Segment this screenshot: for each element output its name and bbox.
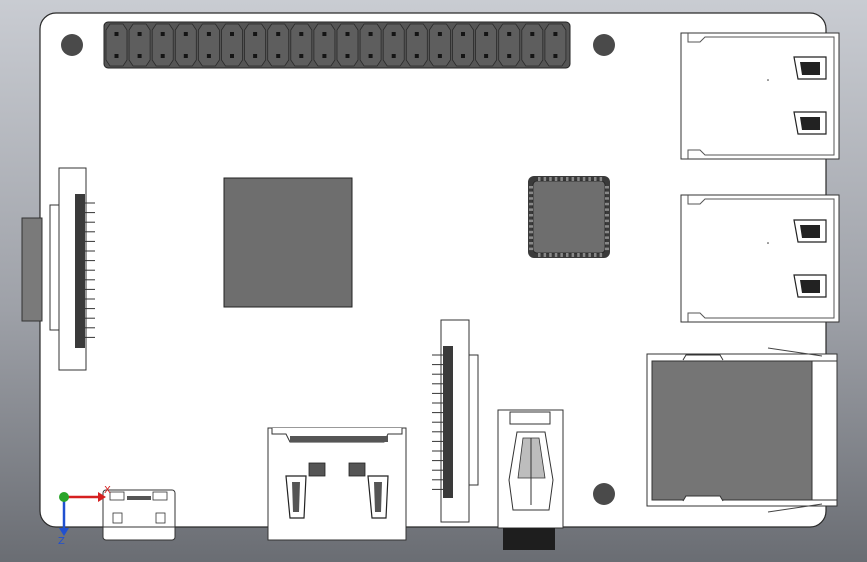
usb-port-upper xyxy=(680,32,840,160)
usb-port-lower xyxy=(680,194,840,323)
soc-chip xyxy=(223,177,353,308)
camera-connector xyxy=(432,319,479,523)
gpio-header xyxy=(103,21,571,69)
mounting-hole-top-right xyxy=(593,34,615,56)
z-axis-label: Z xyxy=(58,536,65,547)
ethernet-controller-chip xyxy=(528,176,610,258)
mounting-hole-top-left xyxy=(61,34,83,56)
x-axis-label: X xyxy=(104,485,111,496)
ethernet-port xyxy=(646,347,838,513)
axis-triad: X Z xyxy=(58,485,111,547)
hdmi-port xyxy=(267,427,407,541)
audio-jack xyxy=(497,409,564,550)
micro-usb-power-port xyxy=(102,489,176,541)
display-connector xyxy=(21,167,95,371)
mounting-hole-bottom-right xyxy=(593,483,615,505)
